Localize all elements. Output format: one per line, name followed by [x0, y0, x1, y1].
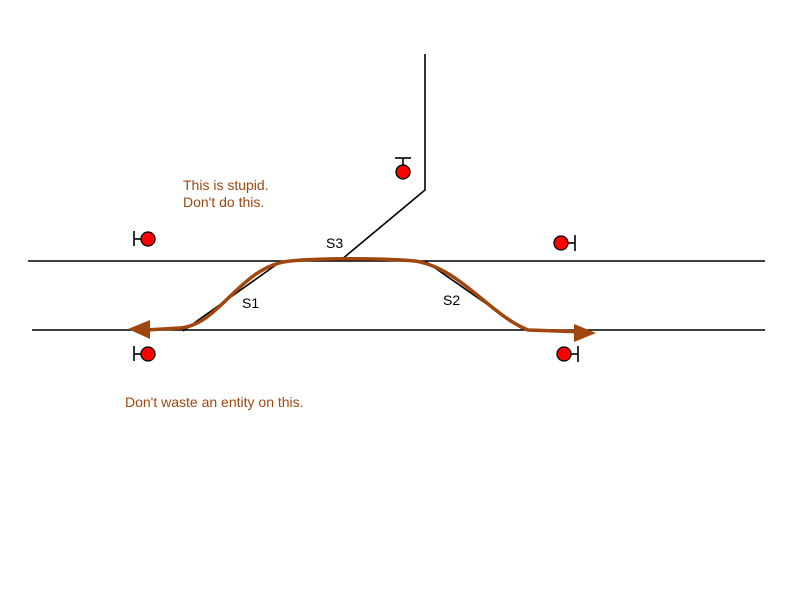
route-arrowhead-right	[574, 324, 596, 342]
tracks	[28, 54, 765, 332]
switch-label-s1: S1	[242, 295, 259, 311]
route-curve	[144, 257, 587, 334]
signal-upper-left[interactable]	[133, 231, 156, 247]
signal-lower-left[interactable]	[133, 346, 156, 362]
note-top-line1: This is stupid.	[183, 177, 269, 193]
route-arrowhead-left	[128, 320, 150, 339]
note-bottom: Don't waste an entity on this.	[125, 394, 304, 410]
route-path	[128, 257, 596, 342]
switch-label-s2: S2	[443, 292, 460, 308]
switch-label-s3: S3	[326, 235, 343, 251]
signal-upper-right[interactable]	[553, 235, 576, 251]
signal-branch[interactable]	[395, 157, 411, 180]
signal-lower-right[interactable]	[556, 346, 579, 362]
branch-track	[340, 54, 426, 261]
note-top-line2: Don't do this.	[183, 194, 264, 210]
